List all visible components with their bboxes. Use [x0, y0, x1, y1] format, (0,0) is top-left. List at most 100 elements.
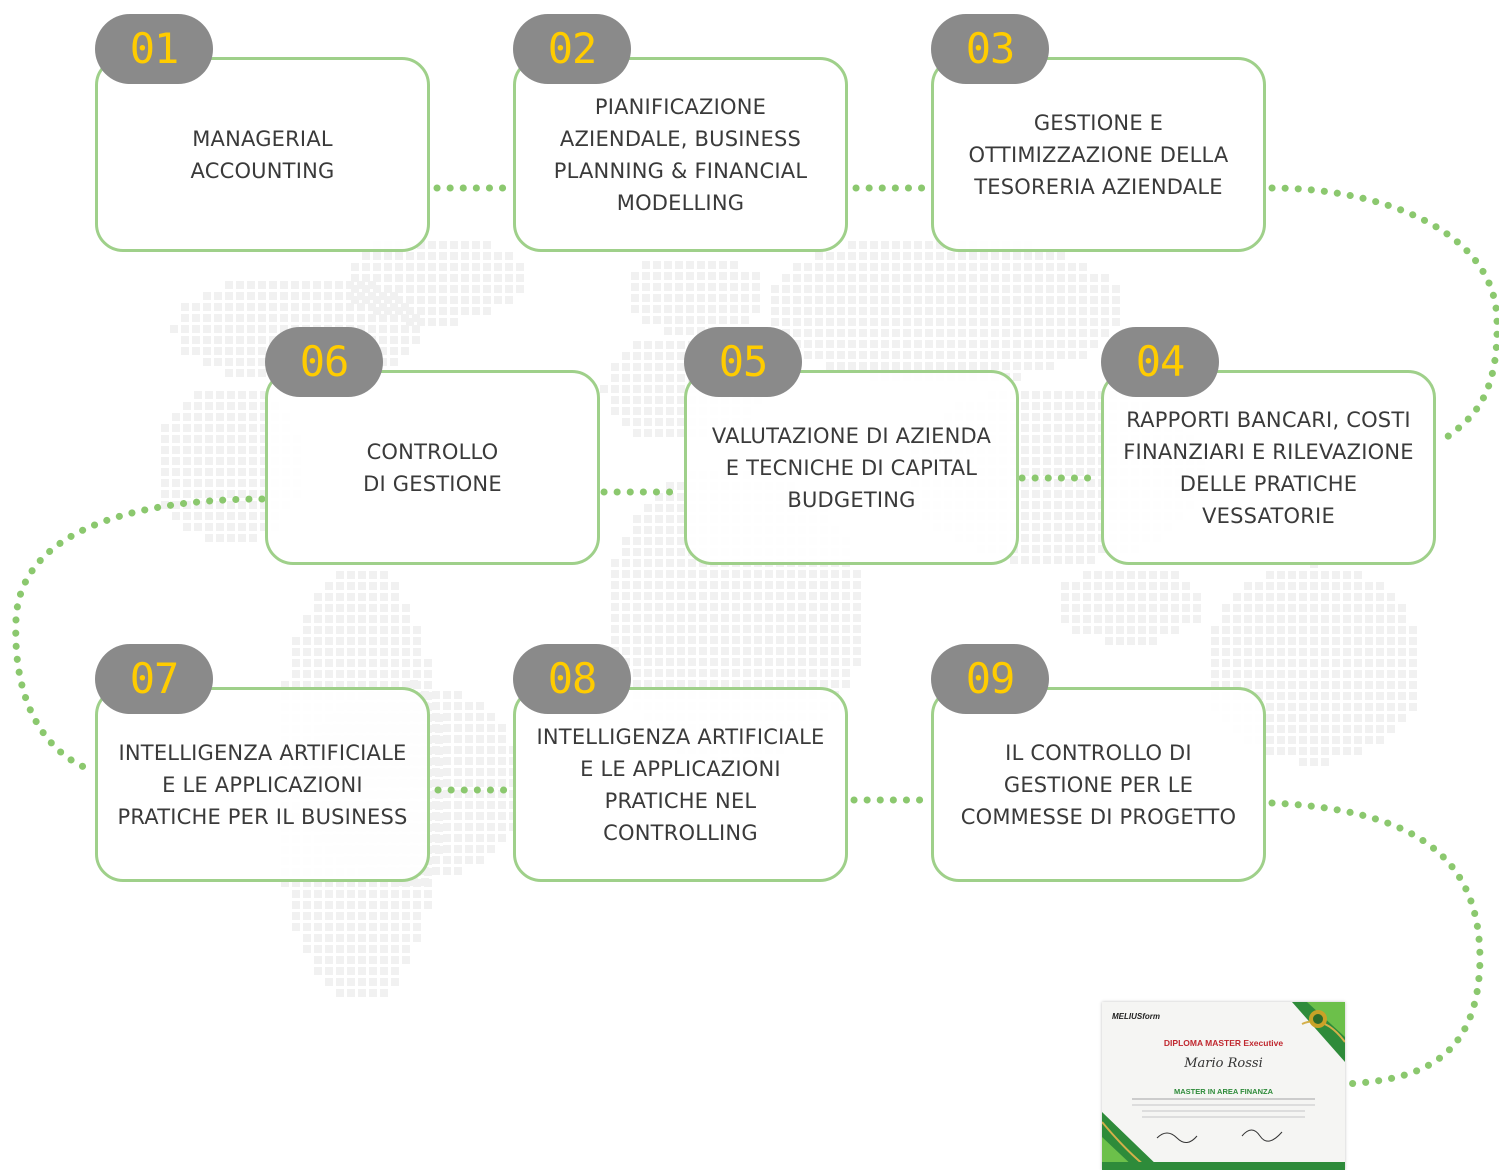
map-dot: [1002, 307, 1010, 315]
map-dot: [644, 614, 652, 622]
map-dot: [622, 385, 630, 393]
map-dot: [428, 241, 436, 249]
map-dot: [183, 501, 191, 509]
map-dot: [362, 263, 370, 271]
map-dot: [1376, 648, 1384, 656]
map-dot: [291, 281, 299, 289]
map-dot: [1087, 424, 1095, 432]
map-dot: [347, 681, 355, 689]
map-dot: [384, 296, 392, 304]
map-dot: [655, 592, 663, 600]
map-dot: [391, 890, 399, 898]
map-dot: [688, 625, 696, 633]
map-dot: [655, 396, 663, 404]
map-dot: [314, 648, 322, 656]
map-dot: [335, 303, 343, 311]
map-dot: [1343, 725, 1351, 733]
map-dot: [454, 779, 462, 787]
map-dot: [804, 340, 812, 348]
map-dot: [1046, 252, 1054, 260]
map-dot: [390, 314, 398, 322]
map-dot: [741, 316, 749, 324]
map-dot: [238, 391, 246, 399]
map-dot: [831, 636, 839, 644]
map-dot: [1277, 615, 1285, 623]
map-dot: [358, 989, 366, 997]
map-dot: [1090, 285, 1098, 293]
map-dot: [1083, 593, 1091, 601]
map-dot: [719, 283, 727, 291]
map-dot: [1032, 435, 1040, 443]
map-dot: [205, 479, 213, 487]
map-dot: [351, 263, 359, 271]
map-dot: [227, 413, 235, 421]
map-dot: [675, 272, 683, 280]
map-dot: [1065, 435, 1073, 443]
map-dot: [194, 457, 202, 465]
map-dot: [487, 779, 495, 787]
diploma-logo: MELIUSform: [1112, 1012, 1160, 1021]
map-dot: [1332, 604, 1340, 612]
map-dot: [476, 779, 484, 787]
map-dot: [225, 281, 233, 289]
map-dot: [1127, 582, 1135, 590]
map-dot: [853, 658, 861, 666]
map-dot: [1035, 318, 1043, 326]
map-dot: [443, 724, 451, 732]
map-dot: [358, 901, 366, 909]
map-dot: [314, 912, 322, 920]
map-dot: [826, 263, 834, 271]
map-dot: [1409, 670, 1417, 678]
map-dot: [958, 263, 966, 271]
map-dot: [205, 523, 213, 531]
map-dot: [402, 681, 410, 689]
map-dot: [161, 446, 169, 454]
map-dot: [1387, 659, 1395, 667]
map-dot: [380, 923, 388, 931]
map-dot: [1065, 391, 1073, 399]
map-dot: [708, 261, 716, 269]
map-dot: [303, 637, 311, 645]
map-dot: [633, 603, 641, 611]
map-dot: [461, 296, 469, 304]
map-dot: [980, 285, 988, 293]
map-dot: [402, 637, 410, 645]
map-dot: [249, 523, 257, 531]
map-dot: [958, 362, 966, 370]
map-dot: [1149, 582, 1157, 590]
map-dot: [413, 901, 421, 909]
map-dot: [1149, 571, 1157, 579]
map-dot: [1244, 659, 1252, 667]
map-dot: [664, 316, 672, 324]
map-dot: [1376, 593, 1384, 601]
map-dot: [837, 351, 845, 359]
map-dot: [853, 625, 861, 633]
map-dot: [336, 989, 344, 997]
map-dot: [699, 603, 707, 611]
map-dot: [892, 340, 900, 348]
map-dot: [454, 834, 462, 842]
map-dot: [183, 424, 191, 432]
map-dot: [688, 680, 696, 688]
map-dot: [428, 263, 436, 271]
map-dot: [432, 735, 440, 743]
map-dot: [1076, 534, 1084, 542]
map-dot: [892, 285, 900, 293]
map-dot: [686, 294, 694, 302]
map-dot: [302, 281, 310, 289]
map-dot: [1076, 424, 1084, 432]
map-dot: [1032, 523, 1040, 531]
map-dot: [432, 801, 440, 809]
map-dot: [380, 615, 388, 623]
map-dot: [487, 823, 495, 831]
map-dot: [655, 647, 663, 655]
map-dot: [1365, 703, 1373, 711]
map-dot: [848, 263, 856, 271]
map-dot: [260, 391, 268, 399]
map-dot: [406, 285, 414, 293]
map-dot: [1354, 637, 1362, 645]
map-dot: [406, 307, 414, 315]
map-dot: [655, 636, 663, 644]
map-dot: [1299, 681, 1307, 689]
map-dot: [1138, 615, 1146, 623]
